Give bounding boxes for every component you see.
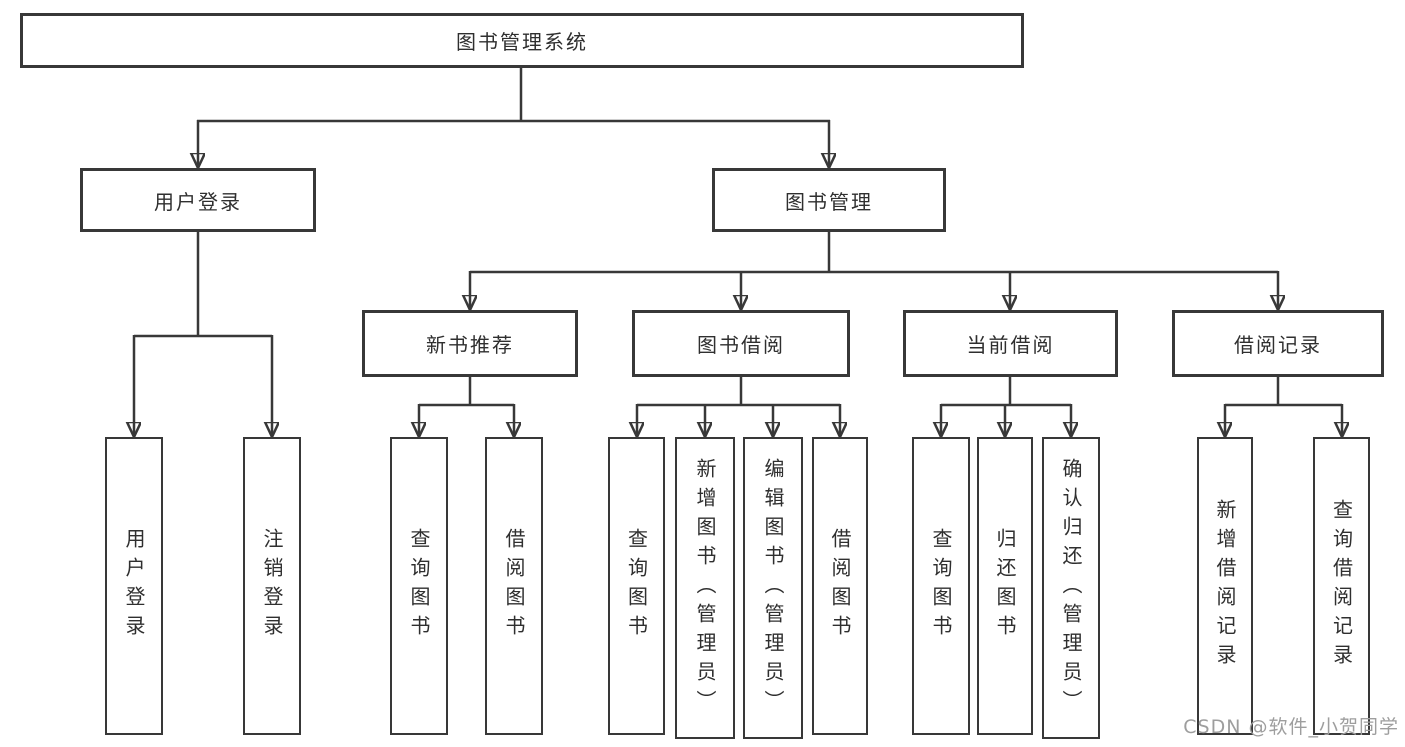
connector-borrowing-records [1225,377,1342,437]
leaf-return-books: 归还图书 [977,437,1033,735]
connector-new-book-recommend [419,377,514,437]
leaf-add-borrow-record-label: 新增借阅记录 [1213,499,1237,673]
leaf-edit-books-admin: 编辑图书（管理员） [743,437,803,739]
node-borrowing-records-label: 借阅记录 [1234,333,1322,357]
leaf-confirm-return-admin-label: 确认归还（管理员） [1059,457,1083,719]
leaf-query-books-current: 查询图书 [912,437,970,735]
node-book-borrowing: 图书借阅 [632,310,850,377]
node-new-book-recommend-label: 新书推荐 [426,333,514,357]
leaf-edit-books-admin-label: 编辑图书（管理员） [761,457,785,719]
csdn-watermark: CSDN @软件_小贺同学 [1183,716,1399,738]
node-user-login-label: 用户登录 [154,189,242,214]
node-root-label: 图书管理系统 [456,30,588,54]
node-borrowing-records: 借阅记录 [1172,310,1384,377]
node-book-management: 图书管理 [712,168,946,232]
leaf-add-books-admin: 新增图书（管理员） [675,437,735,739]
leaf-query-books-recommend-label: 查询图书 [407,528,431,644]
leaf-query-books-borrowing-label: 查询图书 [624,528,649,644]
connector-root [197,68,830,168]
node-user-login: 用户登录 [80,168,316,232]
leaf-return-books-label: 归还图书 [993,528,1017,644]
node-book-management-label: 图书管理 [785,189,873,214]
leaf-confirm-return-admin: 确认归还（管理员） [1042,437,1100,739]
connector-user-login [134,232,272,437]
connector-book-management [470,232,1278,310]
leaf-query-books-current-label: 查询图书 [929,528,953,644]
leaf-query-borrow-record: 查询借阅记录 [1313,437,1370,735]
node-root: 图书管理系统 [20,13,1024,68]
connector-book-borrowing [637,377,840,437]
leaf-logout-login-label: 注销登录 [260,528,284,644]
node-current-borrowing-label: 当前借阅 [966,333,1055,357]
leaf-query-books-borrowing: 查询图书 [608,437,665,735]
leaf-borrow-books-recommend: 借阅图书 [485,437,543,735]
leaf-query-books-recommend: 查询图书 [390,437,448,735]
node-book-borrowing-label: 图书借阅 [697,333,785,357]
leaf-borrow-books-borrowing-label: 借阅图书 [828,528,852,644]
leaf-user-login: 用户登录 [105,437,163,735]
leaf-user-login-label: 用户登录 [122,528,146,644]
leaf-query-borrow-record-label: 查询借阅记录 [1329,499,1354,673]
node-new-book-recommend: 新书推荐 [362,310,578,377]
leaf-add-books-admin-label: 新增图书（管理员） [693,457,717,719]
node-current-borrowing: 当前借阅 [903,310,1118,377]
connector-current-borrowing [941,377,1071,437]
leaf-logout-login: 注销登录 [243,437,301,735]
leaf-add-borrow-record: 新增借阅记录 [1197,437,1253,735]
leaf-borrow-books-recommend-label: 借阅图书 [502,528,526,644]
leaf-borrow-books-borrowing: 借阅图书 [812,437,868,735]
